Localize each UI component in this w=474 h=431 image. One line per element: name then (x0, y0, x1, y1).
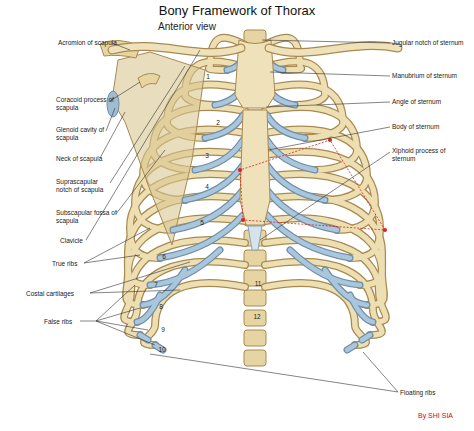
leader-line (90, 262, 190, 293)
scapula (112, 52, 205, 245)
cartilage-outline (362, 335, 370, 340)
watermark: By SHI SIA (418, 412, 472, 421)
cartilage-outline (160, 215, 243, 258)
part-label: Clavicle (60, 237, 100, 245)
leader-line (150, 354, 398, 392)
part-label: Suprascapular notch of scapula (56, 178, 112, 194)
costal-cartilage (150, 250, 220, 285)
cartilage-outline (325, 270, 367, 305)
rib-number: 11 (251, 280, 265, 288)
leader-line (96, 285, 135, 321)
costal-cartilage (290, 250, 360, 285)
rib-number: 7 (150, 281, 162, 289)
costal-cartilage (160, 215, 243, 258)
title: Bony Framework of Thorax (0, 3, 474, 18)
leader-line (110, 66, 185, 183)
rib-number: 10 (155, 346, 169, 354)
leader-line (110, 82, 140, 101)
leader-line (96, 321, 155, 345)
cartilage-outline (195, 140, 243, 170)
cartilage-outline (350, 295, 373, 322)
part-label: Floating ribs (400, 389, 460, 397)
leader-line (268, 127, 390, 150)
costal-cartilage (267, 215, 350, 258)
leader-line (84, 255, 140, 263)
leader-line (96, 308, 140, 321)
vertebra (244, 290, 266, 306)
costal-cartilage (362, 335, 370, 340)
part-label: True ribs (52, 260, 92, 268)
xiphoid-process (248, 226, 262, 250)
clavicle (269, 45, 398, 52)
part-label: Subscapular fossa of scapula (56, 209, 118, 225)
clavicle-outline (112, 47, 241, 53)
leader-line (106, 108, 115, 131)
leader-line (266, 102, 390, 107)
cartilage-outline (143, 270, 185, 305)
costal-cartilage (267, 115, 305, 138)
clavicle-outline (269, 45, 398, 52)
clavicle (112, 47, 241, 53)
red-dot (383, 228, 387, 232)
rib-number: 9 (157, 326, 169, 334)
leader-line (262, 40, 390, 43)
leader-line (116, 150, 165, 214)
costal-cartilage (325, 270, 367, 305)
leader-line (363, 352, 398, 392)
sternum-body (240, 110, 270, 225)
costal-cartilage (267, 140, 315, 170)
red-dot (238, 168, 242, 172)
rib-number: 4 (201, 183, 213, 191)
subtitle: Anterior view (137, 21, 237, 34)
rib-number: 8 (155, 303, 167, 311)
part-label: Costal cartilages (26, 290, 88, 298)
costal-cartilage (137, 295, 160, 322)
part-label: Glenoid cavity of scapula (56, 126, 108, 142)
costal-cartilage (267, 165, 325, 200)
vertebra (244, 310, 266, 326)
leader-line (80, 321, 96, 322)
red-outline (240, 140, 385, 230)
costal-cartilage (205, 115, 243, 138)
part-label: Xiphoid process of sternum (392, 147, 447, 163)
costal-cartilage (350, 295, 373, 322)
vertebra (244, 330, 266, 346)
costal-cartilage (143, 270, 185, 305)
rib-number: 1 (202, 73, 214, 81)
costal-cartilage (185, 165, 243, 200)
cartilage-outline (137, 295, 160, 322)
cartilage-outline (267, 140, 315, 170)
costal-cartilage (347, 345, 355, 350)
rib-number: 5 (196, 219, 208, 227)
leader-line (90, 290, 180, 293)
coracoid-process (138, 73, 160, 88)
cartilage-outline (205, 115, 243, 138)
cartilage-outline (267, 115, 305, 138)
rib-number: 3 (201, 152, 213, 160)
red-dot (241, 218, 245, 222)
rib-number: 2 (212, 119, 224, 127)
rib-number: 6 (158, 253, 170, 261)
vertebra (244, 350, 266, 366)
part-label: Acromion of scapula (58, 39, 128, 47)
part-label: False ribs (44, 318, 84, 326)
leader-line (260, 152, 390, 240)
part-label: Jugular notch of sternum (392, 39, 472, 47)
leader-line (96, 321, 148, 330)
cartilage-outline (347, 345, 355, 350)
costal-cartilage (195, 140, 243, 170)
part-label: Coracoid process of scapula (56, 96, 114, 112)
leader-line (270, 72, 390, 76)
part-label: Body of sternum (392, 123, 472, 131)
part-label: Angle of sternum (392, 98, 472, 106)
part-label: Neck of scapula (56, 155, 116, 163)
leader-line (100, 112, 125, 158)
part-label: Manubrium of sternum (392, 72, 472, 80)
rib-number: 12 (250, 313, 264, 321)
leader-line (84, 228, 150, 263)
